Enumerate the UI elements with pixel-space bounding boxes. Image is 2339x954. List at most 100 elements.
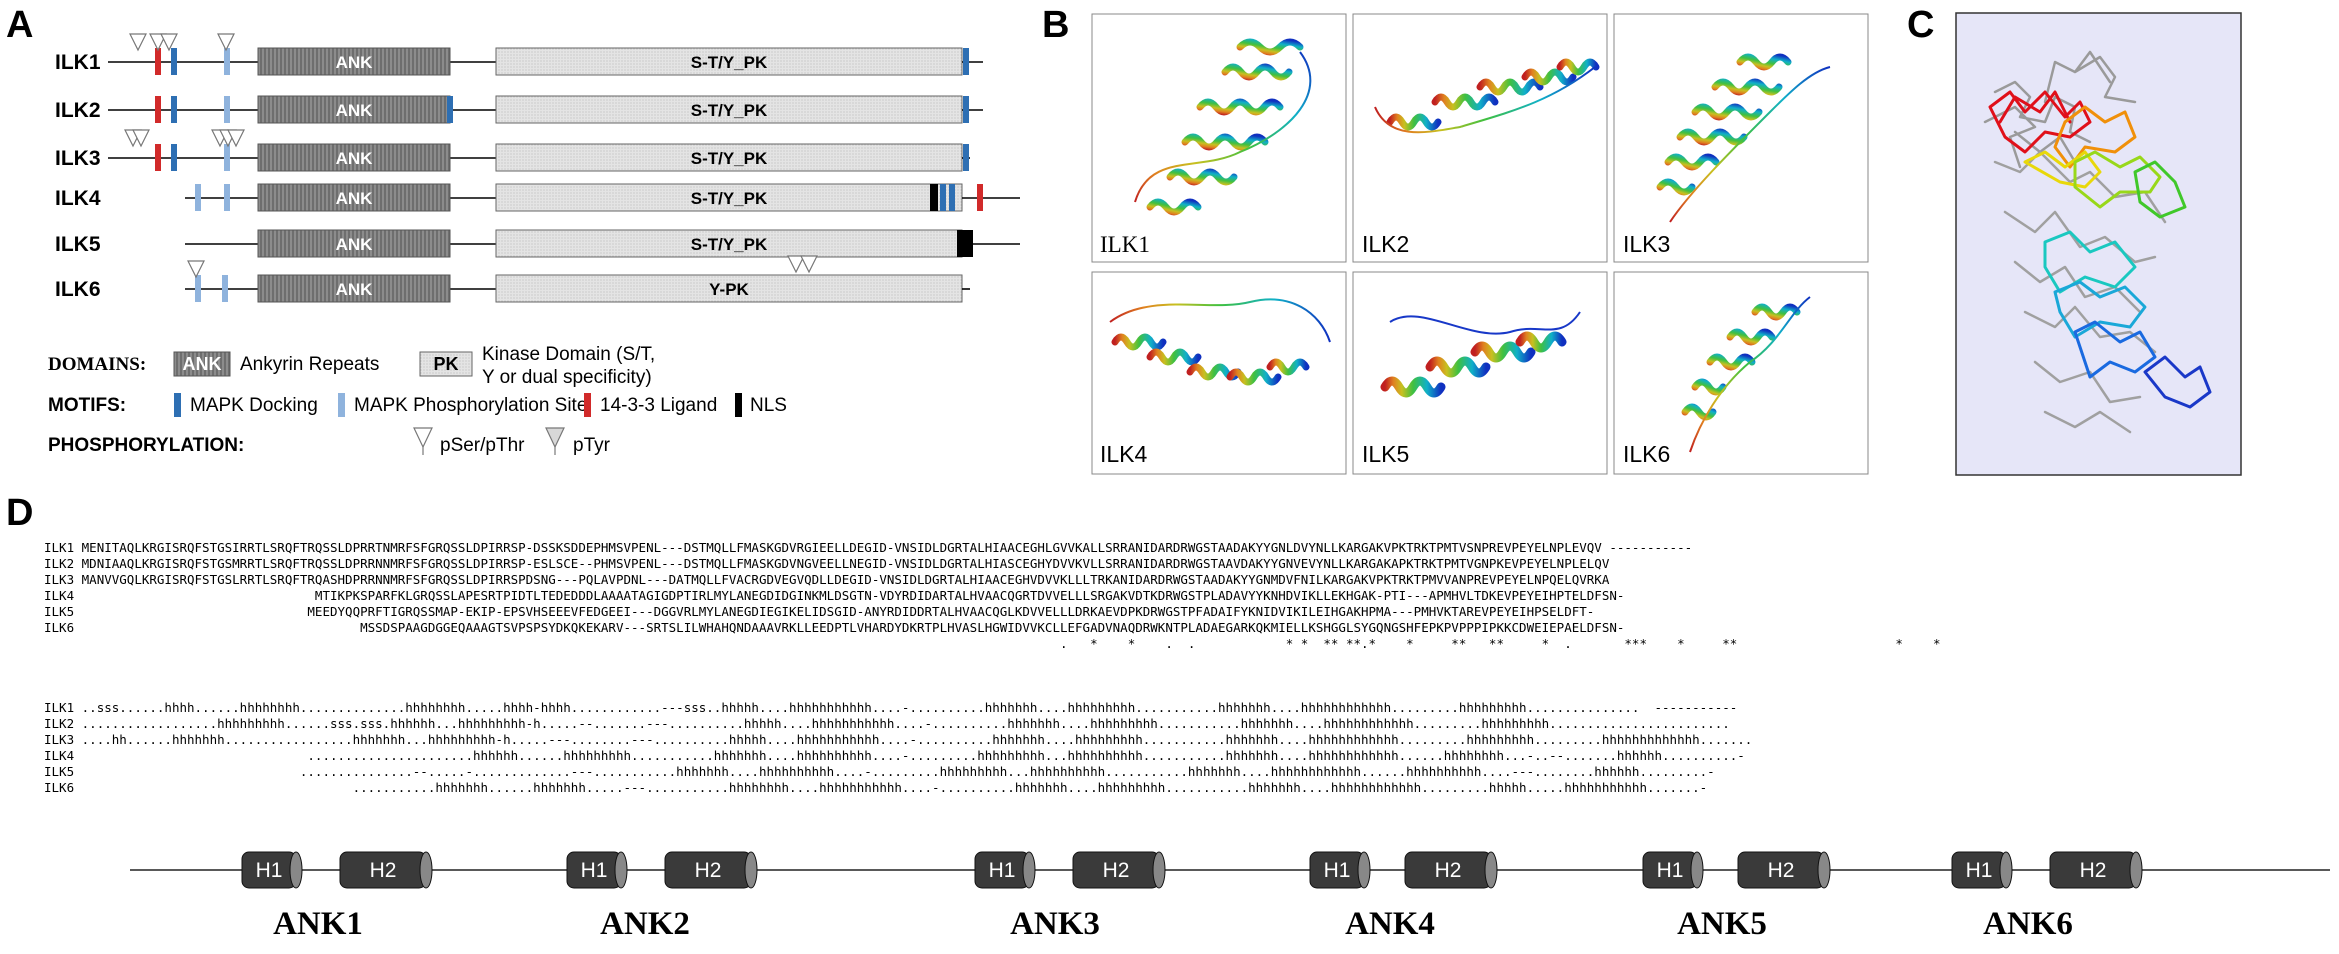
legend-nls: NLS [750, 395, 787, 416]
14-3-3-ligand-motif [155, 96, 161, 123]
ptyr-legend-icon [545, 427, 565, 449]
kinase-domain-label: S-T/Y_PK [691, 189, 768, 208]
kinase-domain-label: S-T/Y_PK [691, 149, 768, 168]
kinase-domain-label: S-T/Y_PK [691, 101, 768, 120]
nls-swatch [735, 393, 742, 417]
kinase-domain-label: S-T/Y_PK [691, 53, 768, 72]
helix-label: H1 [1657, 859, 1684, 882]
structure-grid: ILK1 ILK2 ILK3 [1091, 13, 1869, 475]
ank-domain [257, 183, 451, 212]
structure-cell-ilk2: ILK2 [1352, 13, 1608, 263]
legend-domains-label: DOMAINS: [48, 354, 146, 375]
legend-ank-box: ANK [183, 354, 222, 374]
seq-residues: MENITAQLKRGISRQFSTGSIRRTLSRQFTRQSSLDPRRT… [81, 540, 1693, 555]
mapk-phosphorylation-site [222, 275, 228, 302]
helix-cylinder: H1 [1642, 851, 1704, 889]
ss-string: ..sss......hhhh......hhhhhhhh...........… [81, 700, 1738, 715]
mapk-phosphorylation-site [224, 48, 230, 75]
ank-domain-label: ANK [336, 280, 374, 299]
helix-cylinder: H1 [974, 851, 1036, 889]
ss-string: ...............--.....-.............---.… [81, 764, 1715, 779]
alignment-row: ILK3 MANVVGQLKRGISRQFSTGSLRRTLSRQFTRQASH… [44, 572, 1940, 588]
mapk-docking-motif [963, 96, 969, 123]
ss-string: ...........hhhhhhh......hhhhhhh.....---.… [81, 780, 1708, 795]
helix-label: H2 [370, 859, 397, 882]
row-label-ilk2: ILK2 [55, 99, 101, 122]
seq-residues: MANVVGQLKRGISRQFSTGSLRRTLSRQFTRQASHDPRRN… [81, 572, 1610, 587]
ptyr-marker-icon [187, 255, 818, 279]
ank-domain [257, 274, 451, 303]
helix-cylinder: H1 [241, 851, 303, 889]
domain-legend: DOMAINS: ANK Ankyrin Repeats PK Kinase D… [48, 344, 787, 456]
panel-letter-a: A [6, 4, 34, 46]
seq-name: ILK5 [44, 764, 75, 779]
structure-cell-ilk1: ILK1 [1091, 13, 1347, 263]
ank-domain-label: ANK [336, 189, 374, 208]
seq-residues: MSSDSPAAGDGGEQAAAGTSVPSPSYDKQKEKARV---SR… [81, 620, 1625, 635]
seq-name: ILK6 [44, 620, 75, 635]
ss-row: ILK5 ...............--.....-............… [44, 764, 1752, 780]
ank-repeat-label: ANK6 [1983, 906, 2073, 942]
helix-label: H2 [1103, 859, 1130, 882]
legend-pser: pSer/pThr [440, 435, 525, 456]
structure-label-ilk4: ILK4 [1100, 441, 1148, 467]
panel-letter-d: D [6, 492, 34, 534]
legend-ligand: 14-3-3 Ligand [600, 395, 717, 416]
seq-name: ILK3 [44, 732, 75, 747]
seq-name: ILK6 [44, 780, 75, 795]
ank-domain [257, 229, 451, 258]
ank-domain-label: ANK [336, 101, 374, 120]
ilk3-row: ILK3 ANK S-T/Y_PK [55, 129, 970, 172]
structure-cell-ilk6: ILK6 [1613, 271, 1869, 475]
helix-label: H2 [2080, 859, 2107, 882]
alignment-row: ILK5 MEEDYQQPRFTIGRQSSMAP-EKIP-EPSVHSEEE… [44, 604, 1940, 620]
helix-cylinder: H2 [2049, 851, 2143, 889]
alignment-row: ILK2 MDNIAAQLKRGISRQFSTGSMRRTLSRQFTRQSSL… [44, 556, 1940, 572]
helix-cylinder: H1 [1309, 851, 1371, 889]
mapk-docking-motif [171, 48, 177, 75]
ligand-swatch [584, 393, 591, 417]
ank-domain-label: ANK [336, 149, 374, 168]
row-label-ilk1: ILK1 [55, 51, 101, 74]
mapk-docking-motif [171, 96, 177, 123]
kinase-domain [495, 229, 963, 258]
domain-architecture-diagram: ILK1 ANK S-T/Y_PK ILK2 ANK S-T/Y_PK ILK3 [48, 33, 1020, 456]
legend-phosphorylation-label: PHOSPHORYLATION: [48, 435, 244, 456]
ss-string: ..................hhhhhhhhh......sss.sss… [81, 716, 1730, 731]
seq-name: ILK1 [44, 700, 75, 715]
structure-cell-ilk5: ILK5 [1352, 271, 1608, 475]
sequence-alignment: ILK1 MENITAQLKRGISRQFSTGSIRRTLSRQFTRQSSL… [44, 540, 1940, 652]
alignment-row: ILK4 MTIKPKSPARFKLGRQSSLAPESRTPIDTLTEDED… [44, 588, 1940, 604]
14-3-3-ligand-motif [977, 184, 983, 211]
ank-repeat-label: ANK3 [1010, 906, 1100, 942]
helix-cylinder: H1 [566, 851, 628, 889]
helix-cylinder: H2 [1072, 851, 1166, 889]
ilk5-row: ILK5 ANK S-T/Y_PK [55, 229, 1020, 258]
mapk-phosphorylation-site [195, 184, 201, 211]
ank-repeat-label: ANK4 [1345, 906, 1435, 942]
seq-name: ILK5 [44, 604, 75, 619]
row-label-ilk5: ILK5 [55, 233, 101, 256]
helix-cylinder: H2 [664, 851, 758, 889]
kinase-domain [495, 183, 963, 212]
ss-row: ILK6 ...........hhhhhhh......hhhhhhh....… [44, 780, 1752, 796]
row-label-ilk6: ILK6 [55, 278, 101, 301]
legend-pk-text-2: Y or dual specificity) [482, 367, 652, 388]
panel-letter-c: C [1907, 4, 1935, 46]
kinase-domain-label: Y-PK [709, 280, 749, 299]
mapk-docking-motif [963, 48, 969, 75]
helix-cylinder: H2 [1404, 851, 1498, 889]
ss-string: ......................hhhhhh......hhhhhh… [81, 748, 1745, 763]
structure-cell-ilk3: ILK3 [1613, 13, 1869, 263]
mapk-docking-motif [963, 144, 969, 171]
14-3-3-ligand-motif [155, 48, 161, 75]
kinase-domain [495, 143, 963, 172]
helix-label: H1 [581, 859, 608, 882]
mapk-phosphorylation-site [224, 144, 230, 171]
structure-cell-ilk4: ILK4 [1091, 271, 1347, 475]
pser-marker-icon [124, 129, 245, 148]
ss-string: ....hh......hhhhhhh.................hhhh… [81, 732, 1753, 747]
legend-ptyr: pTyr [573, 435, 611, 456]
legend-mapk-docking: MAPK Docking [190, 395, 318, 416]
